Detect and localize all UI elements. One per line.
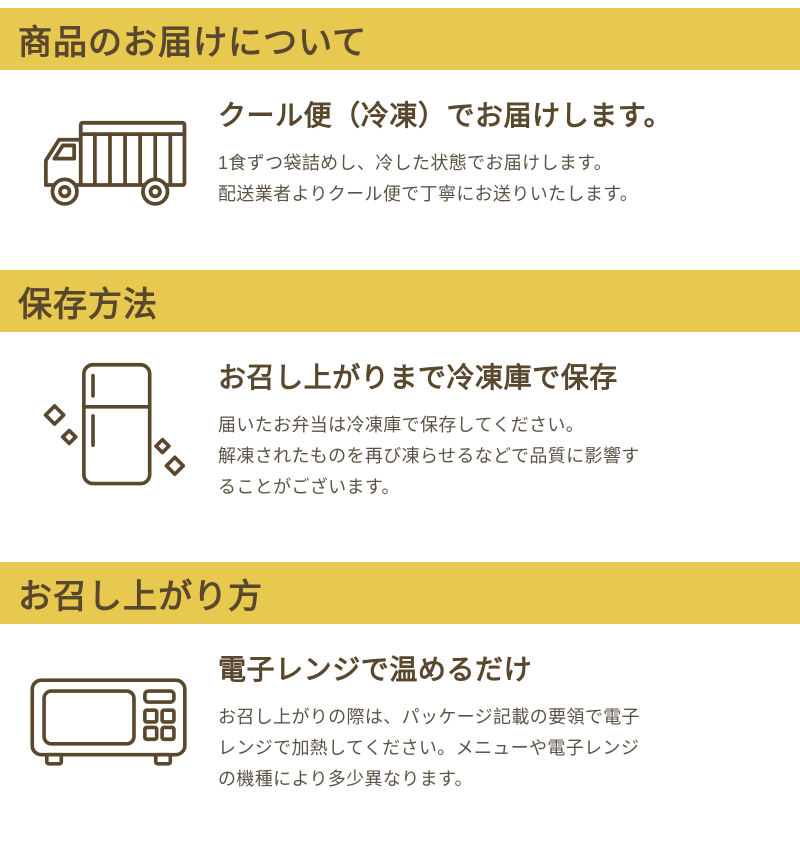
storage-band-title: 保存方法 xyxy=(18,285,159,324)
icon-column xyxy=(0,356,218,496)
delivery-content: クール便（冷凍）でお届けします。 1食ずつ袋詰めし、冷した状態でお届けします。 … xyxy=(0,94,800,244)
storage-section: 保存方法 お召し上がりまで冷凍庫で保存 届いたお弁当は冷凍庫で保存してください。… xyxy=(0,270,800,536)
storage-heading: お召し上がりまで冷凍庫で保存 xyxy=(218,362,618,393)
fridge-icon xyxy=(43,362,186,486)
howto-body: お召し上がりの際は、パッケージ記載の要領で電子 レンジで加熱してください。メニュ… xyxy=(218,707,640,789)
delivery-band: 商品のお届けについて xyxy=(0,8,800,70)
howto-band-title: お召し上がり方 xyxy=(18,577,264,616)
icon-column xyxy=(0,648,218,774)
sparkle-icon xyxy=(60,428,78,446)
howto-band: お召し上がり方 xyxy=(0,562,800,624)
sparkle-icon xyxy=(154,437,171,455)
truck-icon xyxy=(43,120,186,206)
storage-band: 保存方法 xyxy=(0,270,800,332)
delivery-text: クール便（冷凍）でお届けします。 1食ずつ袋詰めし、冷した状態でお届けします。 … xyxy=(218,94,800,210)
howto-heading: 電子レンジで温めるだけ xyxy=(218,654,533,685)
microwave-icon xyxy=(30,678,187,766)
product-info-page: 商品のお届けについて xyxy=(0,8,800,818)
storage-content: お召し上がりまで冷凍庫で保存 届いたお弁当は冷凍庫で保存してください。 解凍され… xyxy=(0,356,800,536)
howto-text: 電子レンジで温めるだけ お召し上がりの際は、パッケージ記載の要領で電子 レンジで… xyxy=(218,648,800,795)
delivery-heading: クール便（冷凍）でお届けします。 xyxy=(218,100,673,131)
storage-text: お召し上がりまで冷凍庫で保存 届いたお弁当は冷凍庫で保存してください。 解凍され… xyxy=(218,356,800,503)
sparkle-icon xyxy=(43,404,66,426)
howto-section: お召し上がり方 電子レンジで温めるだけ お召し上がりの際は、パッケージ記 xyxy=(0,562,800,818)
storage-body: 届いたお弁当は冷凍庫で保存してください。 解凍されたものを再び凍らせるなどで品質… xyxy=(218,415,640,497)
icon-column xyxy=(0,94,218,220)
howto-content: 電子レンジで温めるだけ お召し上がりの際は、パッケージ記載の要領で電子 レンジで… xyxy=(0,648,800,818)
delivery-band-title: 商品のお届けについて xyxy=(18,23,368,62)
delivery-body: 1食ずつ袋詰めし、冷した状態でお届けします。 配送業者よりクール便で丁寧にお送り… xyxy=(218,153,639,204)
delivery-section: 商品のお届けについて xyxy=(0,8,800,244)
sparkle-icon xyxy=(164,455,186,477)
